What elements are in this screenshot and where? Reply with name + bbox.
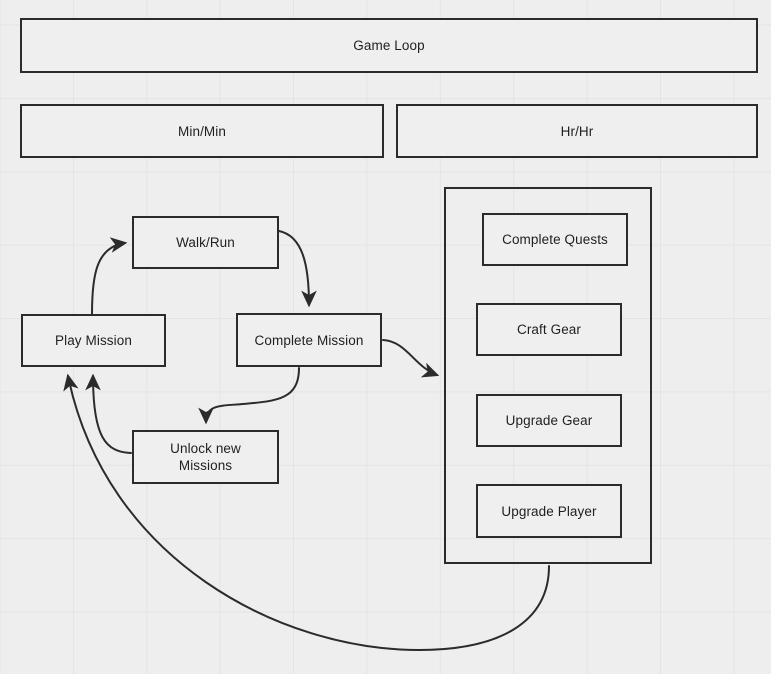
node-game-loop[interactable]: Game Loop [20, 18, 758, 73]
node-play-mission[interactable]: Play Mission [21, 314, 166, 367]
node-complete-mission-label: Complete Mission [254, 332, 364, 348]
edge-complete-mission-to-unlock-missions [198, 367, 300, 425]
node-min-per-min-label: Min/Min [178, 123, 226, 139]
edge-complete-mission-to-hr-group [382, 339, 440, 378]
node-upgrade-gear-label: Upgrade Gear [505, 413, 593, 428]
node-unlock-new-missions[interactable]: Unlock new Missions [132, 430, 279, 484]
node-unlock-new-missions-label-line2: Missions [178, 458, 233, 473]
node-game-loop-label: Game Loop [353, 38, 425, 53]
group-hr-activities[interactable]: Complete Quests Craft Gear Upgrade Gear … [444, 187, 652, 564]
node-upgrade-player[interactable]: Upgrade Player [476, 484, 622, 538]
node-hr-per-hr[interactable]: Hr/Hr [396, 104, 758, 158]
node-upgrade-player-label: Upgrade Player [501, 503, 597, 519]
node-craft-gear-label: Craft Gear [516, 322, 582, 337]
node-min-per-min[interactable]: Min/Min [20, 104, 384, 158]
node-craft-gear[interactable]: Craft Gear [476, 303, 622, 356]
node-play-mission-label: Play Mission [55, 333, 132, 348]
node-complete-quests[interactable]: Complete Quests [482, 213, 628, 266]
edge-unlock-missions-to-play-mission [85, 373, 132, 454]
edge-play-mission-to-walk-run [91, 237, 128, 315]
node-complete-quests-label: Complete Quests [502, 232, 608, 247]
node-complete-mission[interactable]: Complete Mission [236, 313, 382, 367]
node-unlock-new-missions-label-line1: Unlock new [170, 441, 241, 456]
node-walk-run-label: Walk/Run [176, 235, 235, 250]
node-walk-run[interactable]: Walk/Run [132, 216, 279, 269]
node-hr-per-hr-label: Hr/Hr [560, 123, 594, 139]
node-upgrade-gear[interactable]: Upgrade Gear [476, 394, 622, 447]
edge-walk-run-to-complete-mission [278, 230, 317, 308]
